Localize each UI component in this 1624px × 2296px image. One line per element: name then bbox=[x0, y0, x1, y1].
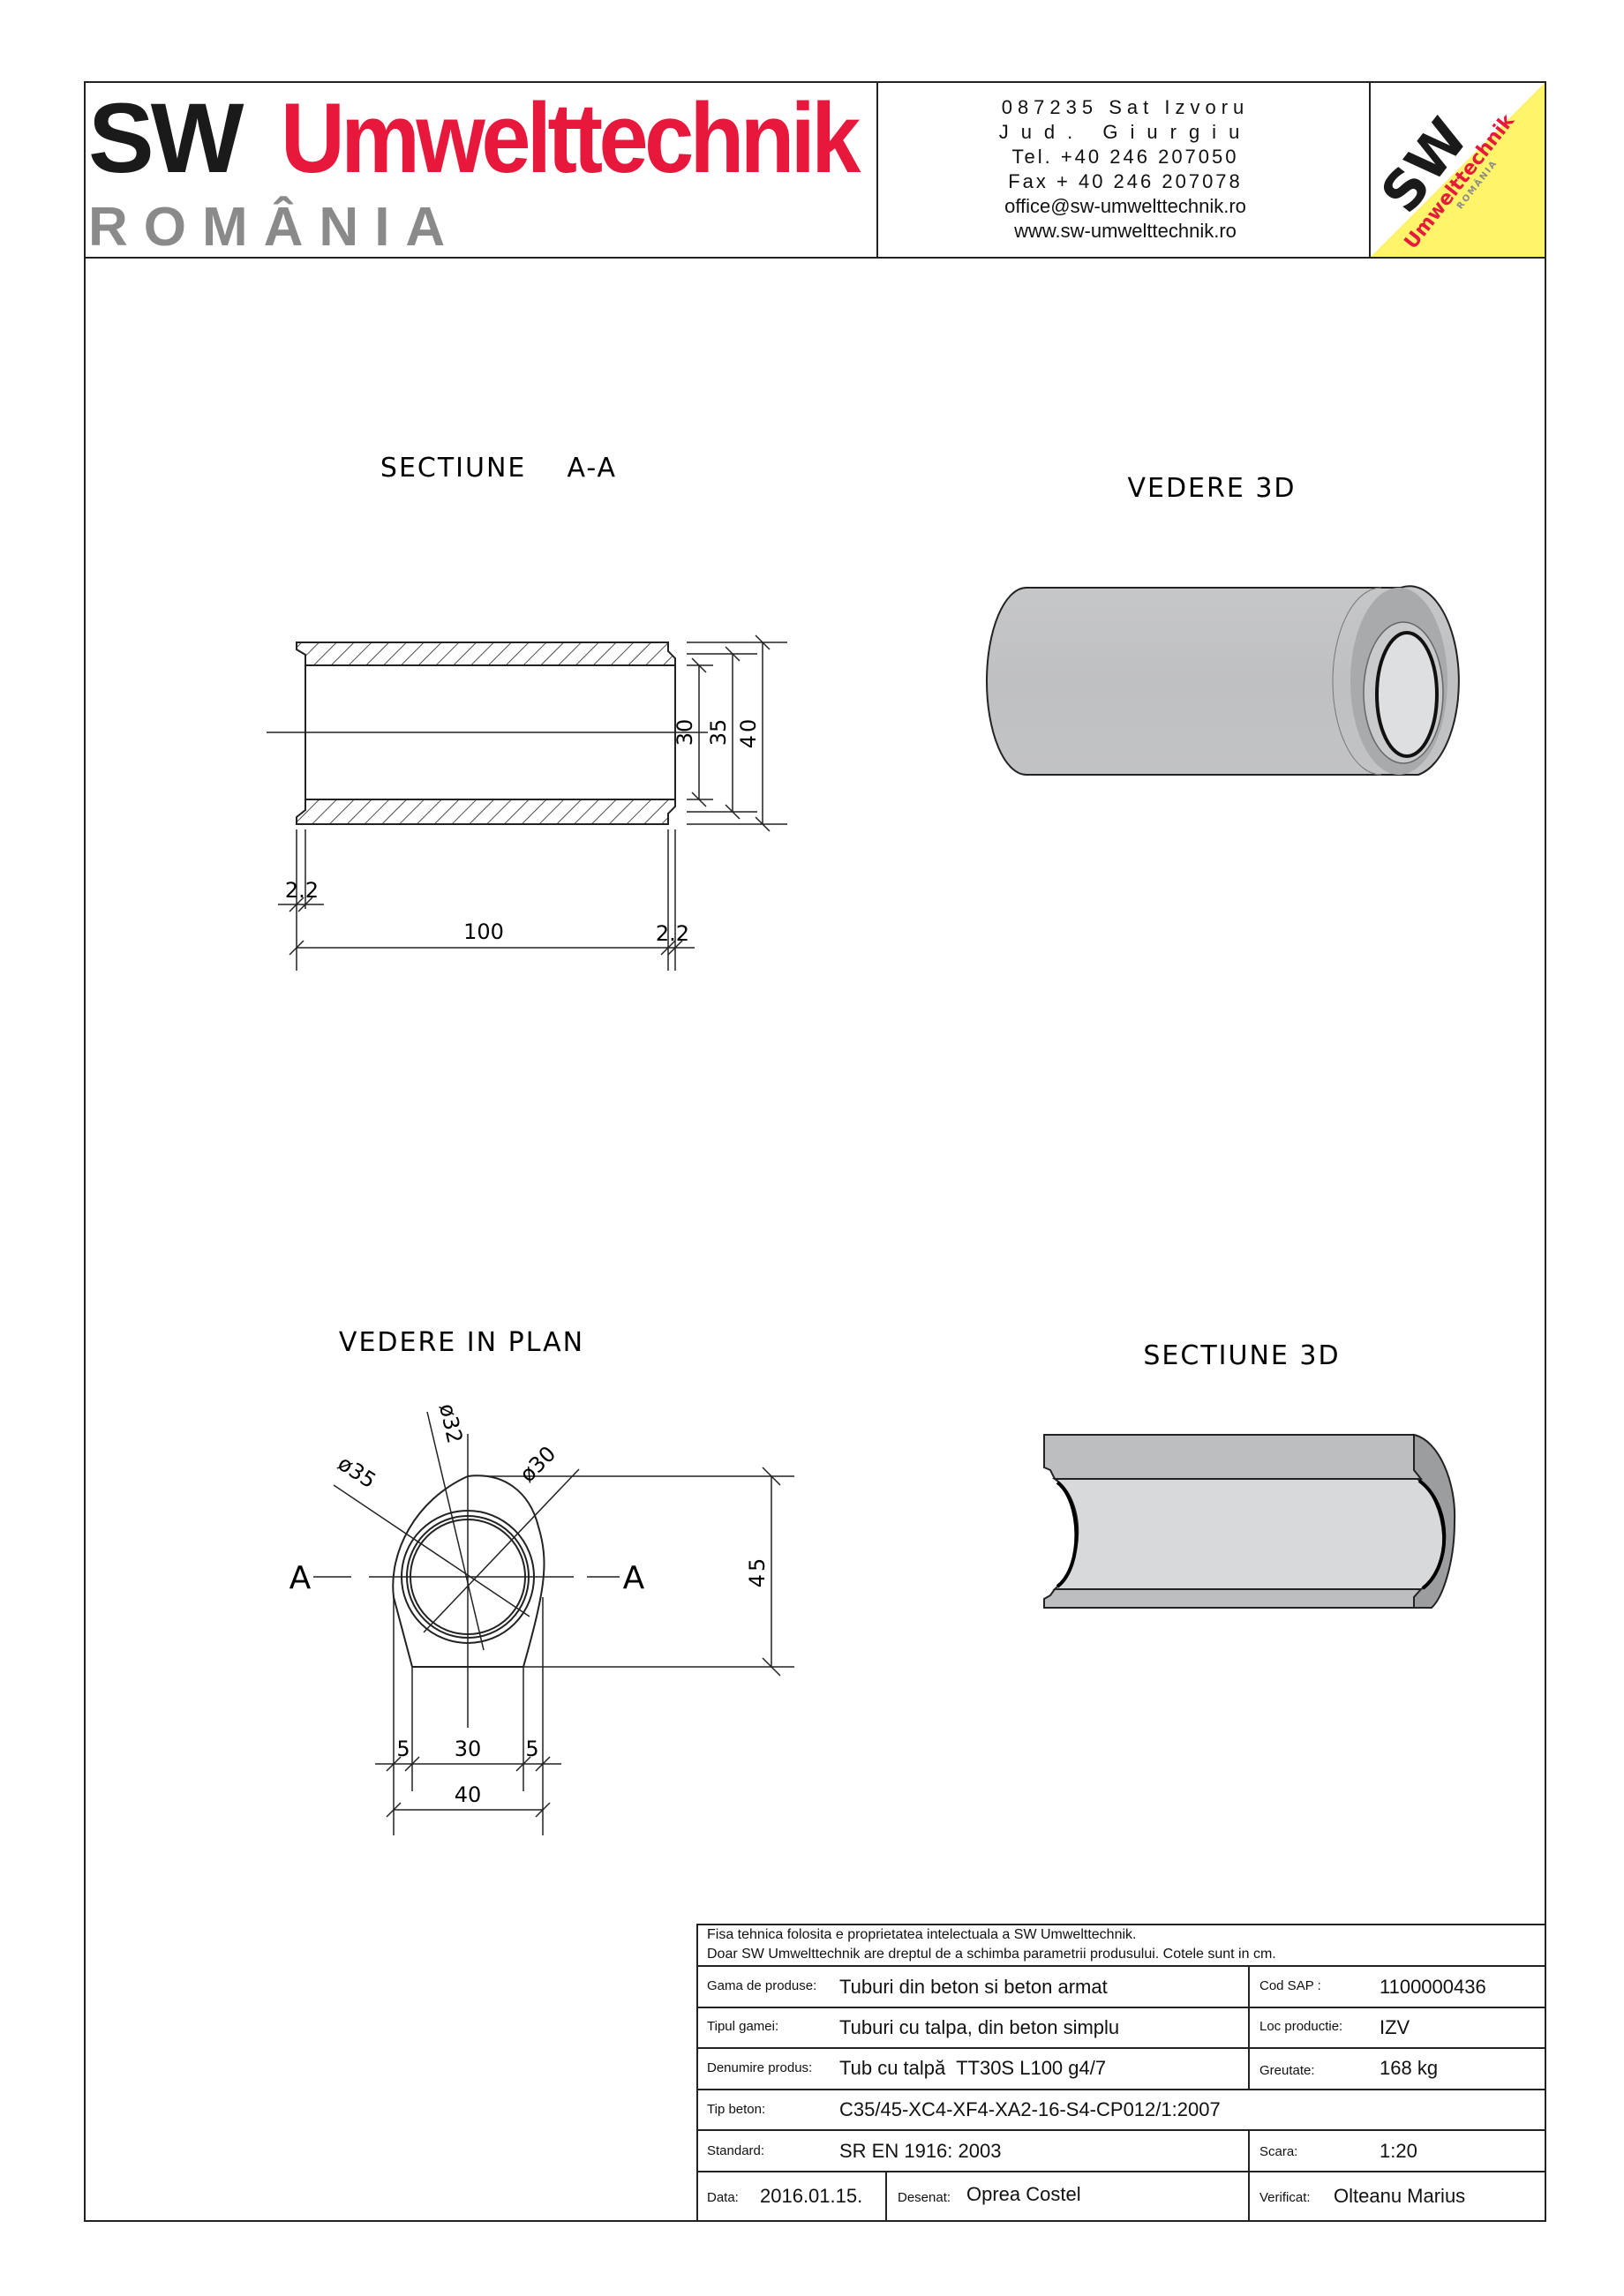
contact-website: www.sw-umwelttechnik.ro bbox=[1014, 220, 1237, 242]
dim-phi30: ø30 bbox=[515, 1441, 560, 1487]
header-divider bbox=[84, 257, 1546, 259]
dim-30-plan: 30 bbox=[455, 1737, 482, 1761]
denumire-value: Tub cu talpă TT30S L100 g4/7 bbox=[839, 2057, 1107, 2079]
title-block: Fisa tehnica folosita e proprietatea int… bbox=[696, 1924, 1546, 2222]
dim-2-2-right: 2.2 bbox=[656, 921, 689, 946]
section-3d-title: SECTIUNE 3D bbox=[1143, 1340, 1340, 1371]
denumire-label: Denumire produs: bbox=[707, 2060, 813, 2075]
brand-sw: SW bbox=[88, 83, 244, 193]
header-col-divider bbox=[876, 81, 878, 258]
tip-gamei-value: Tuburi cu talpa, din beton simplu bbox=[839, 2016, 1120, 2038]
data-label: Data: bbox=[707, 2190, 739, 2205]
dim-35: 35 bbox=[706, 719, 731, 747]
dim-2-2-left: 2.2 bbox=[285, 878, 319, 903]
cod-sap-value: 1100000436 bbox=[1380, 1976, 1486, 1998]
tip-beton-label: Tip beton: bbox=[707, 2102, 766, 2117]
verificat-label: Verificat: bbox=[1259, 2190, 1311, 2205]
cod-sap-label: Cod SAP : bbox=[1259, 1978, 1321, 1993]
note-rights: Doar SW Umwelttechnik are dreptul de a s… bbox=[707, 1947, 1276, 1962]
section-marker-right: A bbox=[623, 1560, 645, 1596]
tip-beton-value: C35/45-XC4-XF4-XA2-16-S4-CP012/1:2007 bbox=[839, 2098, 1221, 2120]
contact-block: 087235 Sat Izvoru Jud. Giurgiu Tel. +40 … bbox=[883, 95, 1368, 244]
standard-value: SR EN 1916: 2003 bbox=[839, 2140, 1002, 2162]
section-aa-drawing bbox=[267, 634, 787, 971]
standard-label: Standard: bbox=[707, 2143, 765, 2158]
note-ownership: Fisa tehnica folosita e proprietatea int… bbox=[707, 1927, 1137, 1942]
greutate-label: Greutate: bbox=[1259, 2063, 1315, 2078]
brand-country: ROMÂNIA bbox=[88, 197, 462, 258]
section-aa-title: SECTIUNE A-A bbox=[380, 453, 617, 484]
plan-view-drawing bbox=[313, 1411, 794, 1835]
contact-fax: Fax + 40 246 207078 bbox=[1008, 170, 1243, 192]
header-col-divider bbox=[1369, 81, 1371, 258]
dim-5-left: 5 bbox=[396, 1737, 410, 1761]
scara-label: Scara: bbox=[1259, 2144, 1298, 2159]
dim-40-plan: 40 bbox=[455, 1782, 482, 1807]
loc-productie-label: Loc productie: bbox=[1259, 2019, 1343, 2034]
desenat-value: Oprea Costel bbox=[966, 2183, 1081, 2205]
data-value: 2016.01.15. bbox=[760, 2185, 863, 2207]
contact-email: office@sw-umwelttechnik.ro bbox=[1004, 195, 1246, 217]
contact-address: 087235 Sat Izvoru bbox=[1001, 96, 1250, 118]
gama-value: Tuburi din beton si beton armat bbox=[839, 1976, 1108, 1998]
greutate-value: 168 kg bbox=[1380, 2057, 1439, 2079]
pipe-3d-section bbox=[1043, 1433, 1456, 1609]
verificat-value: Olteanu Marius bbox=[1334, 2185, 1466, 2207]
contact-phone: Tel. +40 246 207050 bbox=[1011, 146, 1239, 168]
contact-county: Jud. Giurgiu bbox=[998, 121, 1252, 143]
desenat-label: Desenat: bbox=[898, 2190, 951, 2205]
dim-phi32: ø32 bbox=[434, 1401, 467, 1445]
tip-gamei-label: Tipul gamei: bbox=[707, 2019, 779, 2034]
gama-label: Gama de produse: bbox=[707, 1978, 817, 1993]
brand-name: Umwelttechnik bbox=[281, 83, 861, 193]
company-logo: SW Umwelttechnik ROMÂNIA bbox=[1371, 83, 1545, 257]
dim-phi35: ø35 bbox=[334, 1451, 380, 1493]
section-marker-left: A bbox=[289, 1560, 312, 1596]
dim-5-right: 5 bbox=[525, 1737, 538, 1761]
loc-productie-value: IZV bbox=[1380, 2016, 1410, 2038]
dim-45: 45 bbox=[745, 1556, 770, 1588]
view-3d-title: VEDERE 3D bbox=[1127, 473, 1296, 504]
dim-40: 40 bbox=[736, 717, 761, 749]
dim-100: 100 bbox=[463, 919, 504, 944]
dim-30: 30 bbox=[673, 719, 697, 747]
scara-value: 1:20 bbox=[1380, 2140, 1417, 2162]
pipe-3d-view bbox=[986, 585, 1460, 776]
plan-view-title: VEDERE IN PLAN bbox=[339, 1327, 584, 1358]
